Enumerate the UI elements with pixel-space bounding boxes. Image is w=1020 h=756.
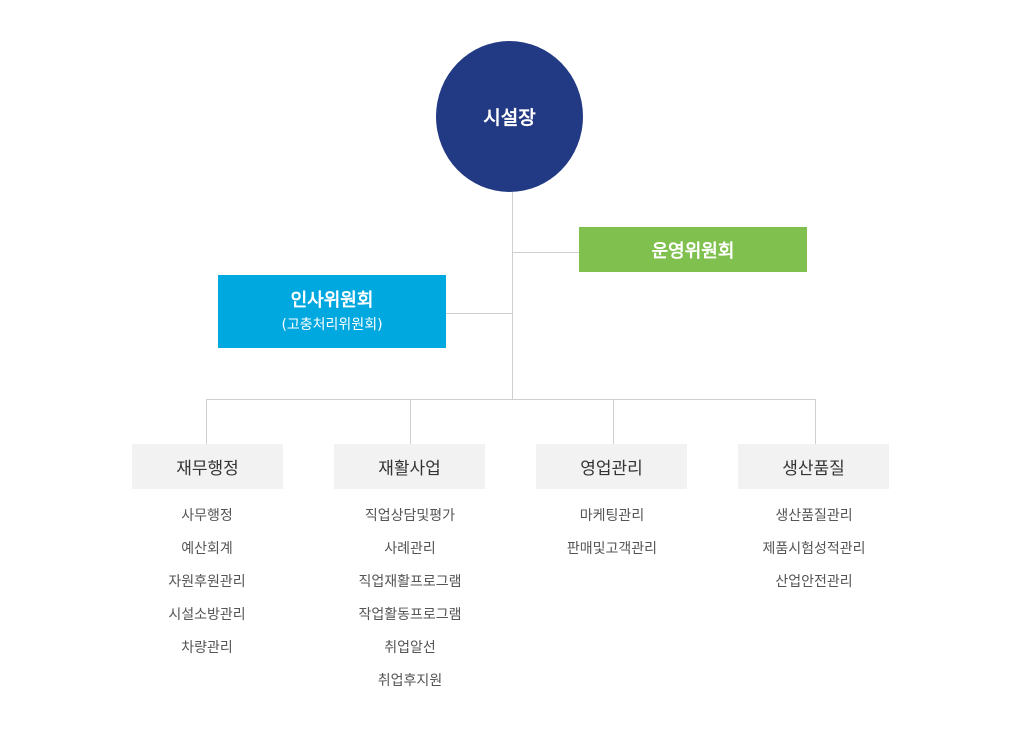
sub-item: 직업상담및평가	[364, 508, 456, 524]
department-finance-admin: 재무행정	[132, 444, 283, 489]
department-label: 재활사업	[378, 459, 441, 479]
operations-committee-label: 운영위원회	[651, 240, 735, 262]
department-production-quality: 생산품질	[738, 444, 889, 489]
department-label: 영업관리	[580, 459, 643, 479]
department-sales: 영업관리	[536, 444, 687, 489]
department-label: 재무행정	[176, 459, 239, 479]
sub-item: 판매및고객관리	[566, 541, 658, 557]
personnel-committee-title: 인사위원회	[290, 289, 374, 311]
department-rehabilitation: 재활사업	[334, 444, 485, 489]
connector-main-vertical	[512, 192, 513, 400]
head-node: 시설장	[436, 41, 583, 192]
sub-item: 취업후지원	[377, 673, 443, 689]
sub-item: 차량관리	[181, 640, 233, 656]
operations-committee-box: 운영위원회	[579, 227, 807, 272]
sub-item: 마케팅관리	[579, 508, 645, 524]
connector-dept-2	[410, 399, 411, 444]
sub-item: 사무행정	[181, 508, 233, 524]
connector-dept-4	[815, 399, 816, 444]
sub-item: 생산품질관리	[775, 508, 853, 524]
sub-item: 산업안전관리	[775, 574, 853, 590]
sub-item: 사례관리	[384, 541, 436, 557]
connector-departments-horizontal	[206, 399, 816, 400]
personnel-committee-subtitle: (고충처리위원회)	[281, 316, 383, 333]
connector-dept-3	[613, 399, 614, 444]
sub-item: 직업재활프로그램	[358, 574, 462, 590]
connector-dept-1	[206, 399, 207, 444]
sub-item: 취업알선	[384, 640, 436, 656]
sub-item: 시설소방관리	[168, 607, 246, 623]
sub-item: 작업활동프로그램	[358, 607, 462, 623]
sub-item: 예산회계	[181, 541, 233, 557]
head-label: 시설장	[483, 107, 536, 129]
personnel-committee-box: 인사위원회 (고충처리위원회)	[218, 275, 446, 348]
connector-operations	[512, 252, 579, 253]
department-label: 생산품질	[782, 459, 845, 479]
sub-item: 제품시험성적관리	[762, 541, 866, 557]
sub-item: 자원후원관리	[168, 574, 246, 590]
connector-personnel	[446, 313, 512, 314]
